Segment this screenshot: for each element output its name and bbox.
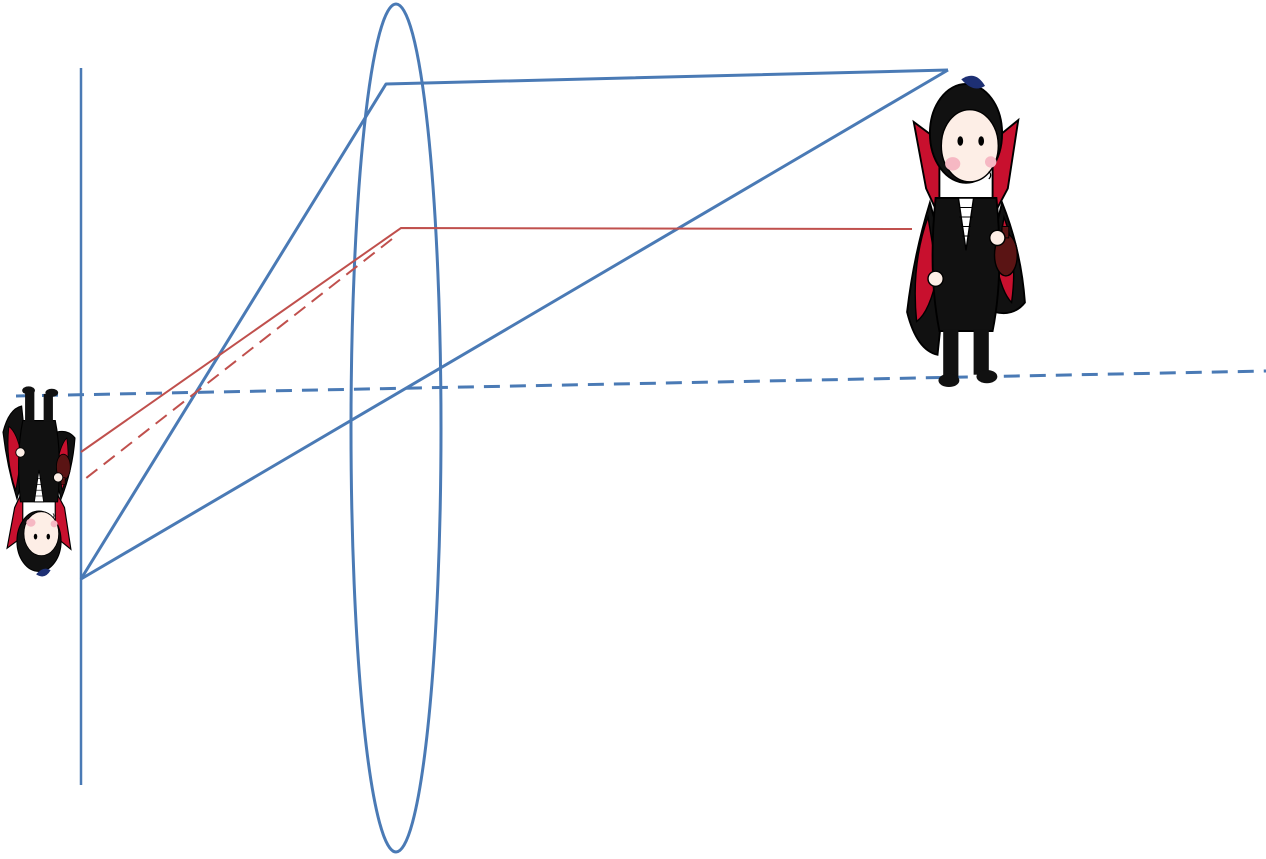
red-ray-solid <box>80 226 913 453</box>
red-ray-dashed <box>84 238 393 480</box>
blue-ray-center <box>80 68 949 581</box>
blue-ray-parallel <box>79 68 949 580</box>
object-vampire-figure <box>906 74 1026 389</box>
optical-axis <box>15 369 1266 398</box>
convex-lens <box>349 2 443 854</box>
image-vampire-figure-inverted <box>2 385 76 578</box>
